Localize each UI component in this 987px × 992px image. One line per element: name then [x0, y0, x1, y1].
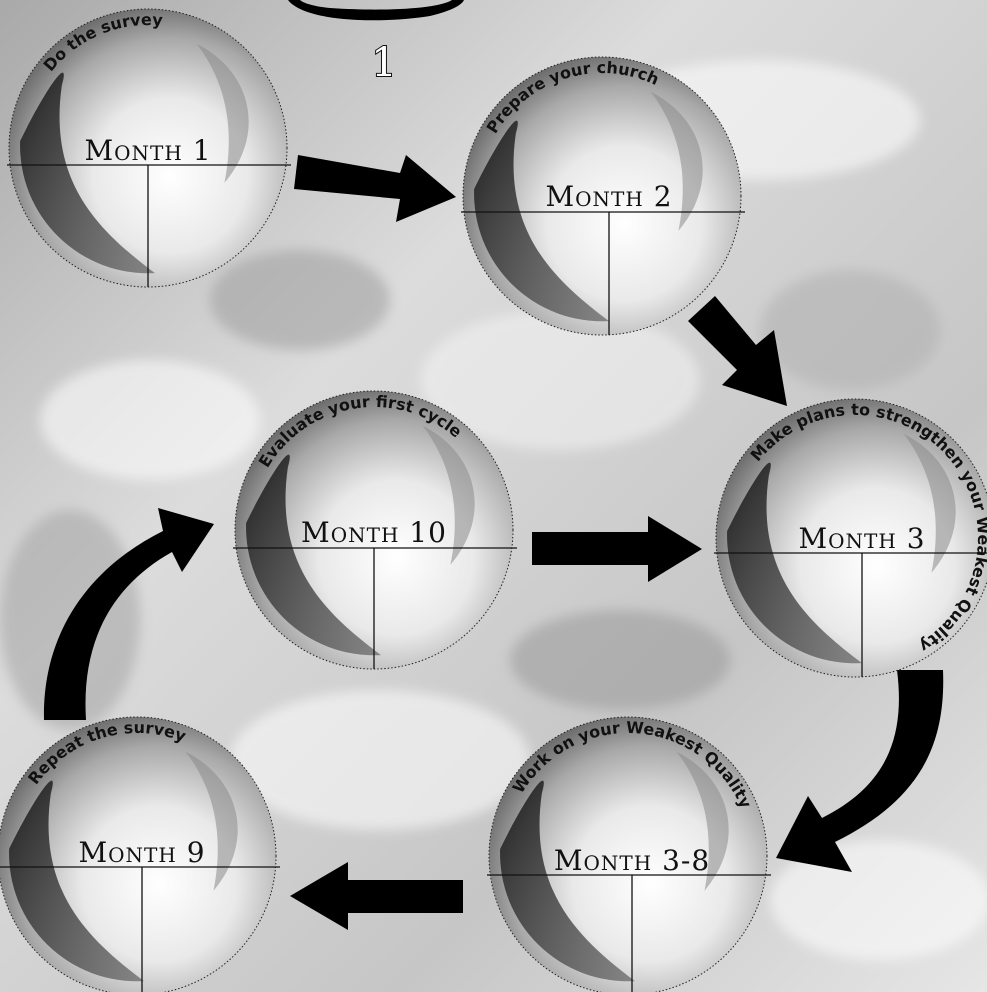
- month-title: Month 1: [84, 134, 211, 167]
- month-title: Month 2: [545, 180, 672, 213]
- sphere-highlight: [185, 751, 238, 891]
- sphere-outline: [462, 56, 742, 336]
- month-title: Month 3: [798, 522, 925, 555]
- sphere-outline: [488, 716, 768, 992]
- arrow-month10-to-month3: [532, 516, 702, 582]
- arrows: [43, 155, 944, 930]
- sphere-highlight: [650, 91, 703, 231]
- stage-month-1: Month 1Do the survey: [7, 8, 291, 288]
- month-title: Month 10: [301, 516, 447, 549]
- sphere-highlight: [196, 43, 249, 183]
- background-texture: [0, 60, 987, 960]
- sphere-swirl: [9, 780, 144, 982]
- sphere-swirl: [500, 780, 635, 982]
- arrow-month1-to-month2: [294, 155, 456, 222]
- arrow-month3-8-to-month9: [290, 862, 463, 930]
- sphere-swirl: [246, 454, 381, 656]
- sphere-swirl: [474, 120, 609, 322]
- arrow-month9-to-month10: [43, 508, 214, 720]
- step-number: 1: [371, 40, 396, 86]
- sphere-swirl: [727, 462, 862, 664]
- top-swoosh-mark: [288, 0, 464, 21]
- sphere-swirl: [20, 72, 155, 274]
- month-title: Month 3-8: [554, 844, 710, 877]
- month-title: Month 9: [78, 836, 205, 869]
- arrow-month2-to-month3: [688, 296, 787, 406]
- sphere-highlight: [903, 433, 956, 573]
- arrow-month3-to-month3-8: [776, 670, 944, 872]
- sphere-outline: [715, 398, 987, 678]
- sphere-highlight: [422, 425, 475, 565]
- sphere-highlight: [676, 751, 729, 891]
- sphere-outline: [0, 716, 277, 992]
